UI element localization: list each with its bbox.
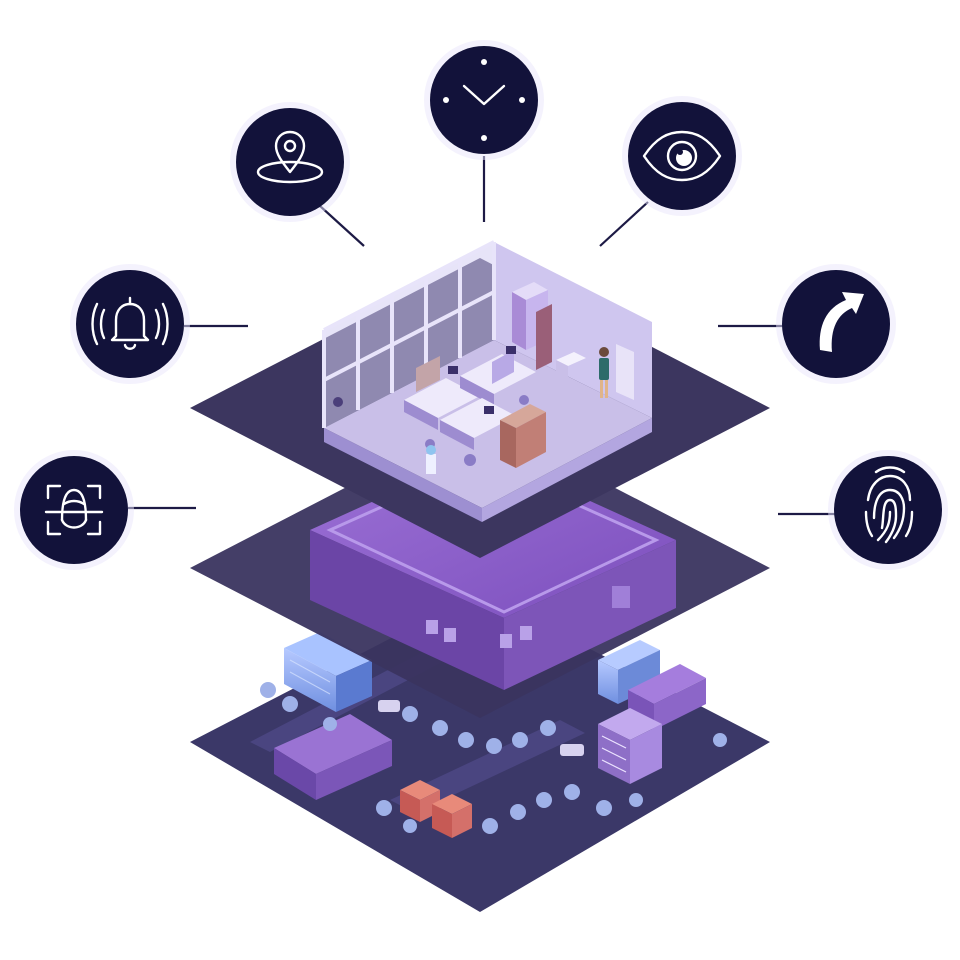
alarm-node[interactable] [70,264,190,384]
fingerprint-icon [864,466,914,544]
alarm-bell-icon [91,296,169,350]
window [500,634,512,648]
office-desks [404,346,546,468]
glass-tower [598,640,660,704]
water-cooler [426,445,436,474]
red-houses [400,780,472,838]
window [444,628,456,642]
location-pin-icon [256,130,324,184]
connector-lines [128,156,836,516]
chairs [425,395,529,466]
window [612,586,630,608]
printer [556,352,586,366]
van [560,744,584,756]
cabinet [512,282,552,370]
person-figure [599,347,609,398]
glass-building [284,632,372,712]
glass-window-frame [322,240,496,428]
connector-location [319,205,365,247]
location-node[interactable] [230,102,350,222]
window [520,626,532,640]
apartment-building [598,708,662,784]
eye-icon [642,130,722,182]
face-scan-icon [44,484,104,536]
window [426,620,438,634]
curved-arrow-icon [819,292,864,352]
forward-node[interactable] [776,264,896,384]
low-building [274,714,392,800]
office-layer [190,240,770,558]
city-layer [190,592,770,912]
clock-icon [443,59,525,141]
connector-eye [599,201,649,247]
plant [333,397,343,407]
face-recognition-node[interactable] [14,450,134,570]
trees [260,682,727,834]
surveillance-node[interactable] [622,96,742,216]
time-node[interactable] [424,40,544,160]
van [378,700,400,712]
door [616,344,634,400]
fingerprint-node[interactable] [828,450,948,570]
